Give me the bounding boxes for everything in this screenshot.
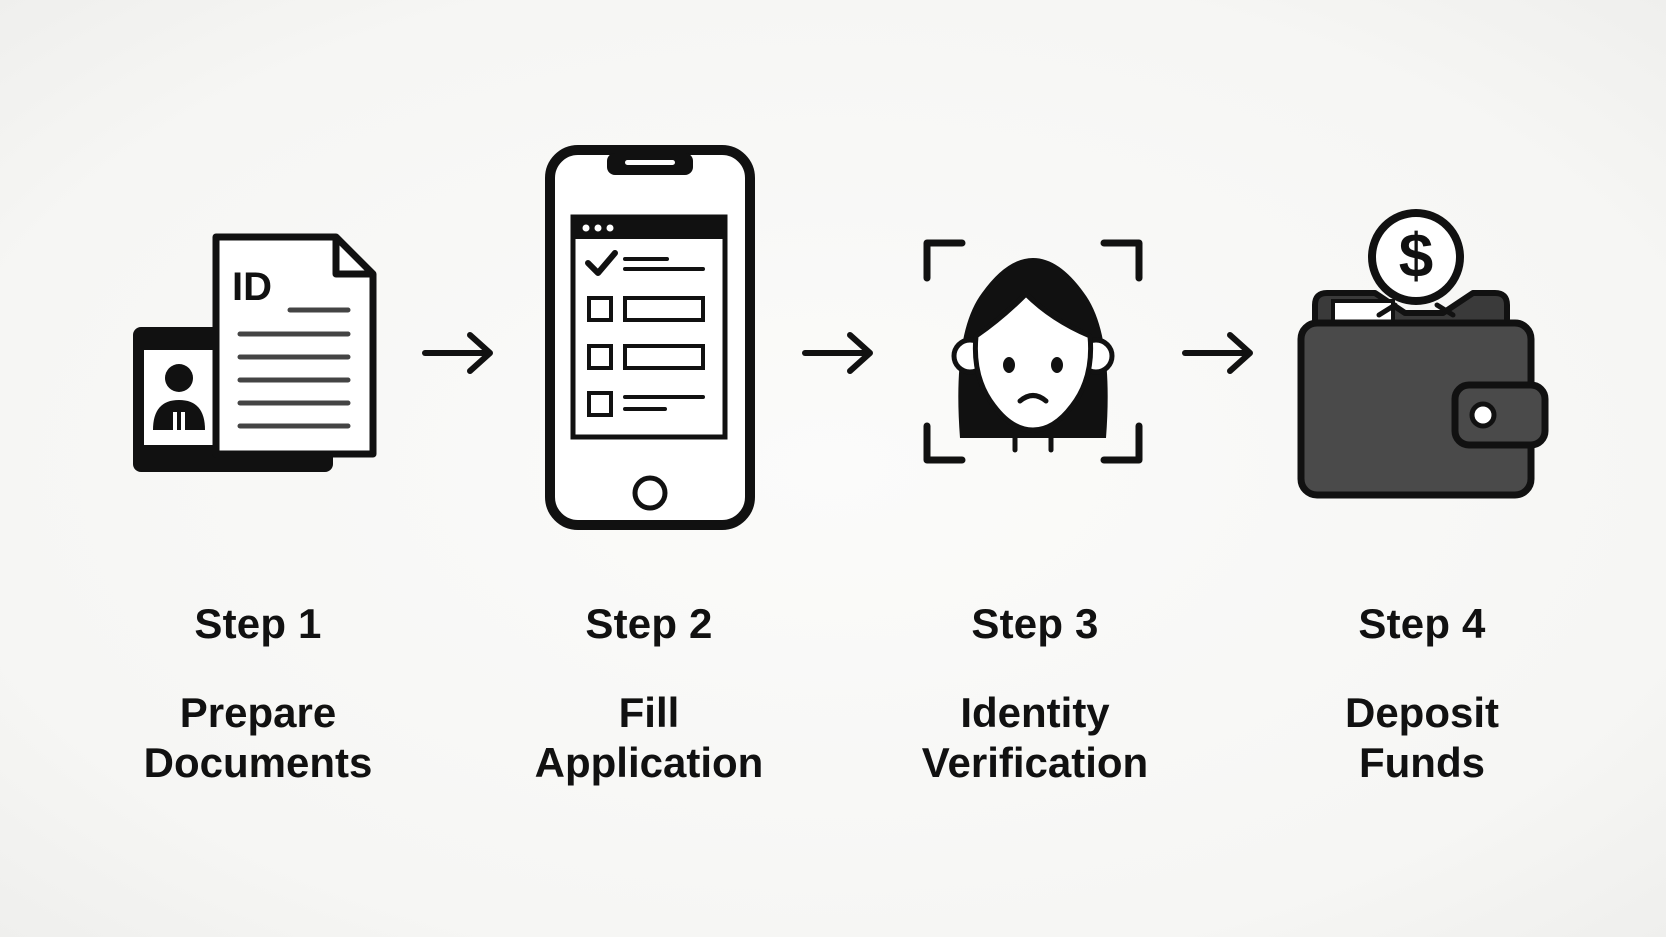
step-title: Fill Application — [534, 689, 764, 786]
step-number: Step 4 — [1358, 600, 1486, 647]
step-4: Step 4 Deposit Funds — [1272, 600, 1572, 788]
step-number: Step 1 — [194, 600, 322, 647]
step-2: Step 2 Fill Application — [499, 600, 799, 788]
id-documents-icon: ID — [133, 233, 377, 472]
step-3: Step 3 Identity Verification — [885, 600, 1185, 788]
step-title: Deposit Funds — [1344, 689, 1499, 786]
step-number: Step 3 — [971, 600, 1099, 647]
face-scan-icon — [923, 239, 1143, 464]
step-1: Step 1 Prepare Documents — [108, 600, 408, 788]
wallet-dollar-icon: $ — [1297, 209, 1549, 499]
step-title: Identity Verification — [921, 689, 1149, 786]
arrow-right-icon — [1182, 332, 1253, 374]
arrow-right-icon — [802, 332, 873, 374]
dollar-sign: $ — [1399, 222, 1433, 291]
step-number: Step 2 — [585, 600, 713, 647]
step-title: Prepare Documents — [143, 689, 373, 786]
id-label: ID — [232, 265, 272, 309]
phone-checklist-icon — [545, 145, 755, 530]
arrow-right-icon — [422, 332, 493, 374]
